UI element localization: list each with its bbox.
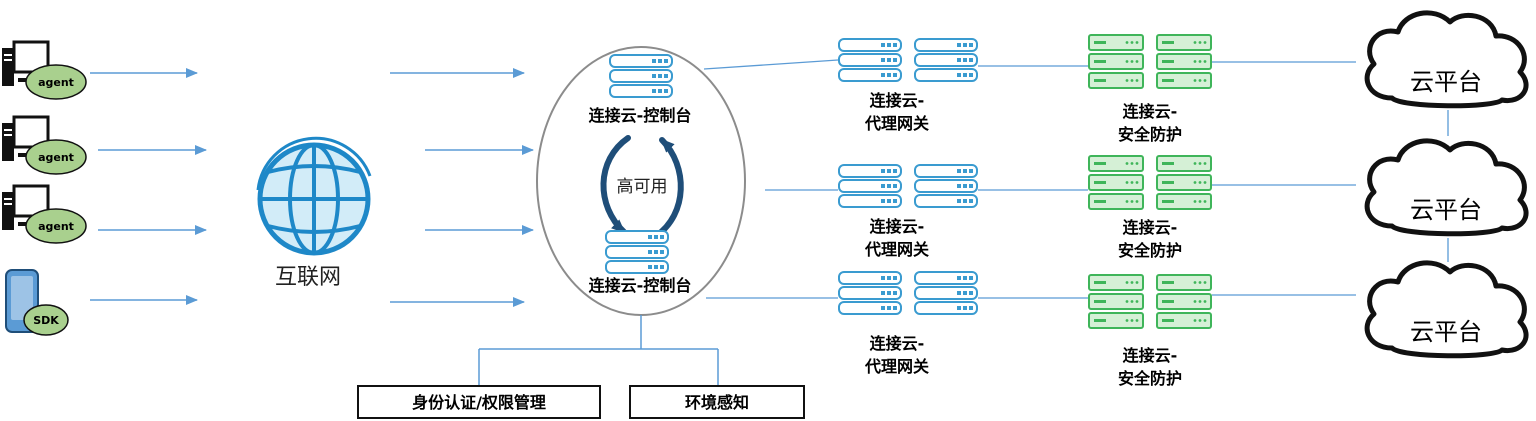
security-label-line1: 连接云- <box>1123 346 1178 365</box>
security-server-icon <box>1088 155 1144 210</box>
console-server-bottom-icon <box>605 230 669 274</box>
security-label-line2: 安全防护 <box>1118 125 1182 144</box>
client-agent-2: agent <box>0 115 87 175</box>
submodule-env: 环境感知 <box>629 385 805 419</box>
submodule-label: 环境感知 <box>685 393 749 412</box>
gateway-server-icon <box>914 271 978 315</box>
gateway-3: 连接云- 代理网关 <box>838 271 978 376</box>
security-3: 连接云- 安全防护 <box>1088 274 1212 388</box>
gateway-server-icon <box>914 38 978 82</box>
security-label-line1: 连接云- <box>1123 102 1178 121</box>
client-agent-1: agent <box>0 40 87 100</box>
gateway-1: 连接云- 代理网关 <box>838 38 978 133</box>
security-server-icon <box>1088 34 1144 89</box>
security-server-icon <box>1156 155 1212 210</box>
cloud-label: 云平台 <box>1410 68 1482 96</box>
client-sdk: SDK <box>5 269 69 336</box>
gateway-label-line1: 连接云- <box>870 91 925 110</box>
console-server-top-icon <box>609 54 673 98</box>
security-2: 连接云- 安全防护 <box>1088 155 1212 260</box>
cloud-platform-3: 云平台 <box>1367 263 1526 356</box>
security-label-line2: 安全防护 <box>1118 241 1182 260</box>
submodule-box <box>629 385 805 419</box>
globe-icon <box>256 136 372 256</box>
submodule-connectors <box>478 315 719 386</box>
gateway-label-line2: 代理网关 <box>864 240 929 259</box>
agent-label: agent <box>38 220 74 233</box>
security-server-icon <box>1156 274 1212 329</box>
ha-arrow-left <box>600 135 631 235</box>
cloud-label: 云平台 <box>1410 318 1482 346</box>
cloud-label: 云平台 <box>1410 196 1482 224</box>
agent-badge <box>25 64 87 100</box>
cloud-platform-1: 云平台 <box>1367 13 1526 106</box>
sdk-badge <box>23 304 69 336</box>
gateway-server-icon <box>838 38 902 82</box>
console-top-label: 连接云-控制台 <box>589 106 692 125</box>
internet-arrows <box>390 68 534 307</box>
cloud-platform-2: 云平台 <box>1367 141 1526 234</box>
security-label-line1: 连接云- <box>1123 218 1178 237</box>
ha-arrow-right <box>653 137 684 239</box>
security-1: 连接云- 安全防护 <box>1088 34 1212 144</box>
gateway-server-icon <box>838 164 902 208</box>
agent-label: agent <box>38 76 74 89</box>
backbone-lines <box>703 59 1449 299</box>
security-server-icon <box>1088 274 1144 329</box>
phone-icon <box>5 269 39 333</box>
agent-label: agent <box>38 151 74 164</box>
gateway-label-line1: 连接云- <box>870 217 925 236</box>
ha-cycle-arrows <box>600 135 684 239</box>
gateway-server-icon <box>914 164 978 208</box>
submodule-label: 身份认证/权限管理 <box>412 393 546 412</box>
gateway-label-line2: 代理网关 <box>864 357 929 376</box>
gateway-label-line2: 代理网关 <box>864 114 929 133</box>
agent-badge <box>25 139 87 175</box>
gateway-label-line1: 连接云- <box>870 334 925 353</box>
sdk-label: SDK <box>33 314 59 327</box>
gateway-server-icon <box>838 271 902 315</box>
submodule-box <box>357 385 601 419</box>
gateway-2: 连接云- 代理网关 <box>838 164 978 259</box>
client-arrows <box>90 68 207 305</box>
line <box>703 59 839 70</box>
client-agent-3: agent <box>0 184 87 244</box>
security-label-line2: 安全防护 <box>1118 369 1182 388</box>
internet-label: 互联网 <box>275 265 341 290</box>
submodule-identity: 身份认证/权限管理 <box>357 385 601 419</box>
console-bottom-label: 连接云-控制台 <box>589 276 692 295</box>
agent-badge <box>25 208 87 244</box>
security-server-icon <box>1156 34 1212 89</box>
ha-label: 高可用 <box>617 177 668 197</box>
